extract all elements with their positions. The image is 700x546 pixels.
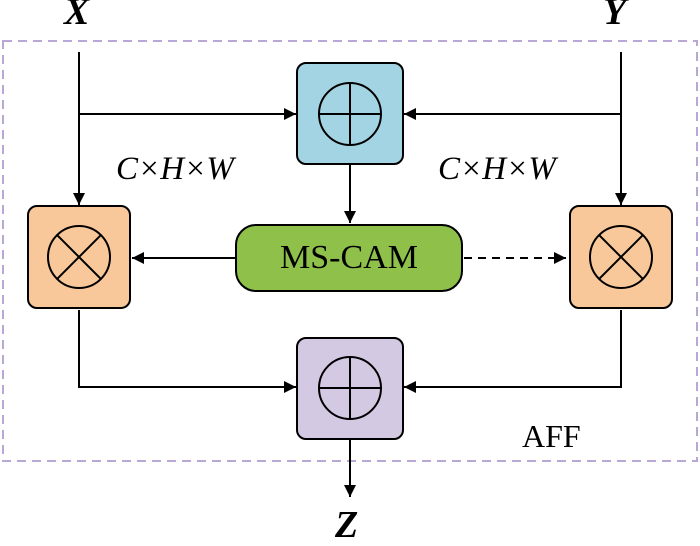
left-multiply-node [27, 205, 131, 309]
left-multiply-to-bottom-add-arrow [78, 310, 296, 393]
right-multiply-to-bottom-add-arrow [404, 310, 622, 393]
multiply-icon [589, 225, 653, 289]
multiply-icon [47, 225, 111, 289]
mscam-label: MS-CAM [280, 239, 418, 276]
right-multiply-node [569, 205, 673, 309]
top-add-node [296, 62, 404, 165]
add-icon [318, 356, 382, 420]
right-dimension-label: C×H×W [438, 151, 556, 187]
input-y-label: Y [603, 0, 627, 33]
left-dimension-label: C×H×W [116, 151, 234, 187]
input-x-label: X [64, 0, 90, 33]
output-z-label: Z [335, 504, 359, 546]
add-icon [318, 82, 382, 146]
aff-group-label: AFF [522, 418, 581, 454]
bottom-add-node [296, 337, 404, 440]
mscam-box [235, 224, 463, 292]
